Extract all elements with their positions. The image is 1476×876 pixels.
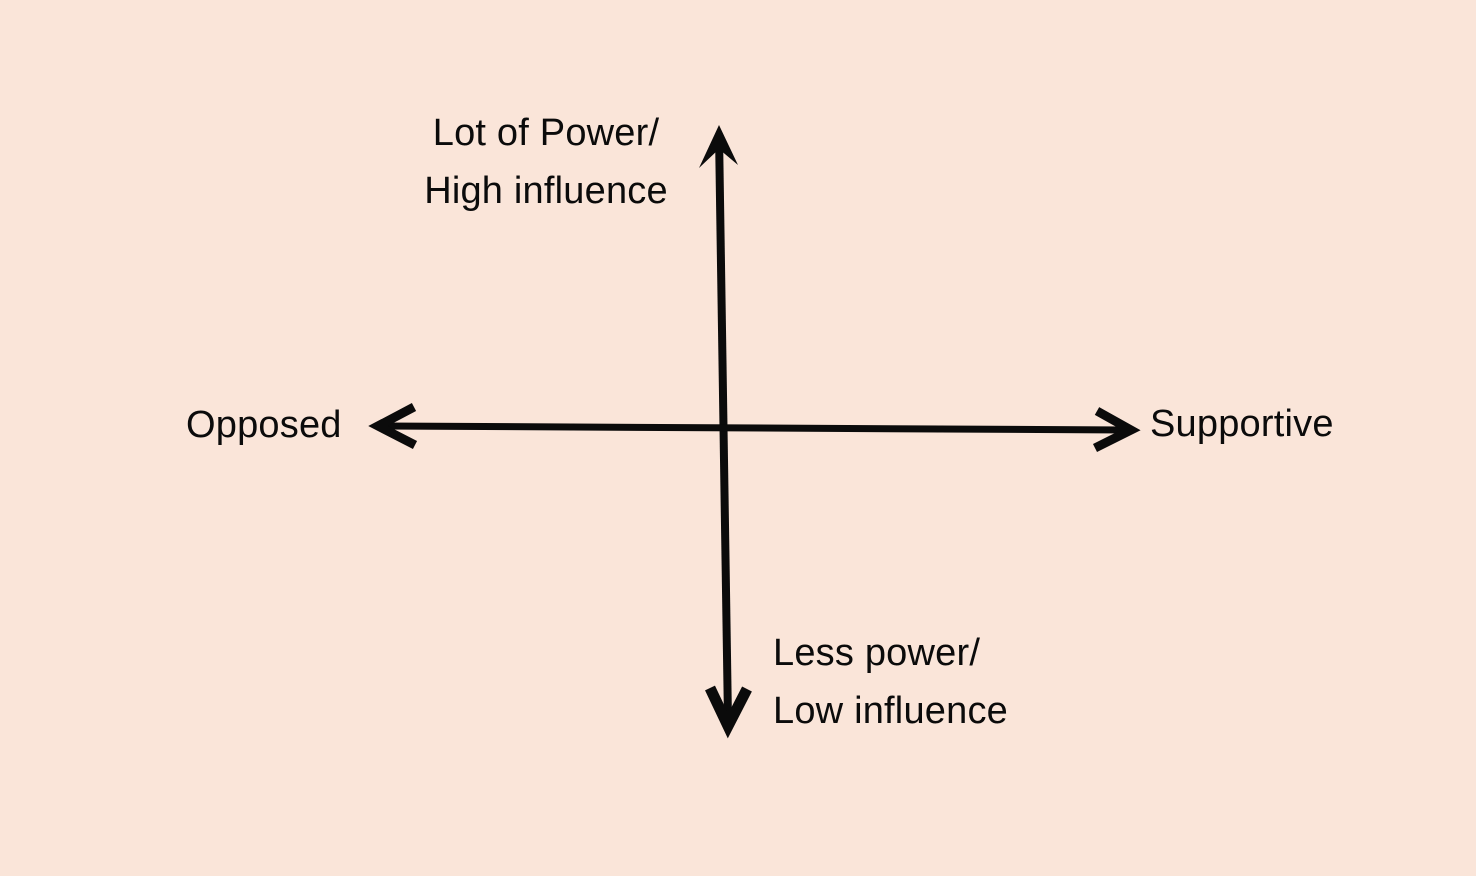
horizontal-axis-line [382,422,1127,434]
vertical-axis-top-label-line1: Lot of Power/ [432,112,660,154]
down-arrowhead-icon [705,685,752,739]
vertical-axis-bottom-label-line2: Low influence [773,690,1008,732]
horizontal-axis-left-label: Opposed [186,404,342,446]
vertical-axis-bottom-label: Less power/ Low influence [773,624,1008,740]
vertical-axis-top-label: Lot of Power/ High influence [395,104,697,220]
right-arrowhead-icon [1092,407,1141,453]
left-arrowhead-icon [368,403,418,450]
vertical-axis-bottom-label-line1: Less power/ [773,632,981,674]
vertical-axis-top-label-line2: High influence [424,170,668,212]
horizontal-axis-right-label: Supportive [1150,403,1334,445]
up-arrowhead-icon [699,125,738,168]
